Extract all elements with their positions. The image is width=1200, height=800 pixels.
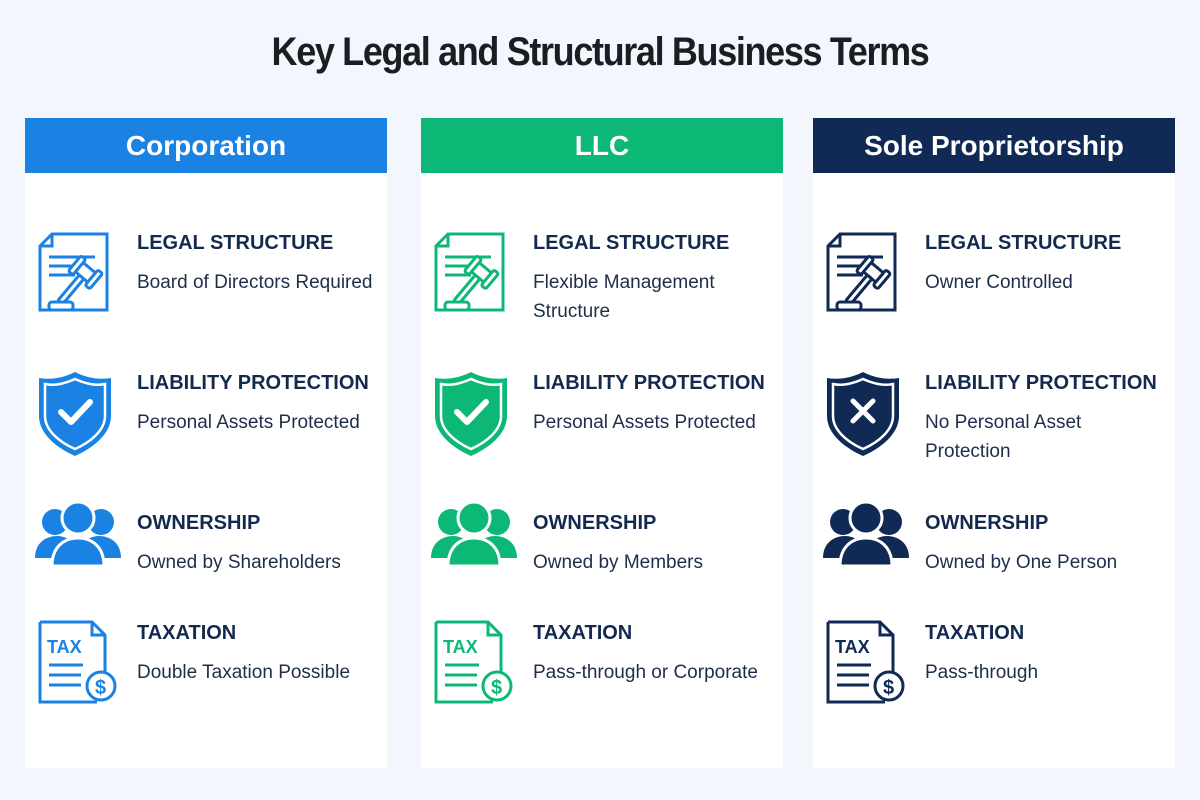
tax-document-icon: TAX $ — [431, 618, 521, 708]
term-label: LIABILITY PROTECTION — [533, 372, 765, 394]
term-description: Owned by Shareholders — [137, 552, 341, 573]
svg-text:$: $ — [883, 677, 894, 699]
card-sole-proprietorship: Sole Proprietorship LEGAL STRUCTURE Owner… — [813, 118, 1175, 768]
term-label: LEGAL STRUCTURE — [533, 232, 730, 254]
svg-text:$: $ — [491, 677, 502, 699]
legal-document-gavel-icon — [431, 228, 521, 318]
shield-check-icon — [35, 368, 125, 458]
card-corporation: Corporation LEGAL STRUCTURE Board of Dire… — [25, 118, 387, 768]
shield-check-icon — [431, 368, 521, 458]
term-label: OWNERSHIP — [925, 512, 1049, 534]
card-header: Sole Proprietorship — [813, 118, 1175, 173]
term-label: TAXATION — [925, 622, 1025, 644]
term-label: LIABILITY PROTECTION — [925, 372, 1157, 394]
legal-document-gavel-icon — [823, 228, 913, 318]
term-description: Owner Controlled — [925, 272, 1073, 293]
term-description: Personal Assets Protected — [137, 412, 360, 433]
term-description: Double Taxation Possible — [137, 662, 351, 683]
people-group-icon — [35, 496, 125, 586]
people-group-icon — [823, 496, 913, 586]
svg-text:TAX: TAX — [835, 637, 870, 657]
people-group-icon — [431, 496, 521, 586]
term-description: Owned by One Person — [925, 552, 1118, 573]
term-description: Pass-through or Corporate — [533, 662, 758, 683]
term-label: OWNERSHIP — [533, 512, 657, 534]
svg-text:TAX: TAX — [443, 637, 478, 657]
term-description: Owned by Members — [533, 552, 704, 573]
term-label: LEGAL STRUCTURE — [137, 232, 334, 254]
card-llc: LLC LEGAL STRUCTURE Flexible Management S… — [421, 118, 783, 768]
term-label: LEGAL STRUCTURE — [925, 232, 1122, 254]
term-label: TAXATION — [533, 622, 633, 644]
svg-text:TAX: TAX — [47, 637, 82, 657]
card-header: LLC — [421, 118, 783, 173]
term-label: TAXATION — [137, 622, 237, 644]
term-description: No Personal Asset Protection — [925, 412, 1082, 462]
tax-document-icon: TAX $ — [823, 618, 913, 708]
term-description: Personal Assets Protected — [533, 412, 756, 433]
shield-x-icon — [823, 368, 913, 458]
card-header: Corporation — [25, 118, 387, 173]
term-description: Board of Directors Required — [137, 272, 373, 293]
legal-document-gavel-icon — [35, 228, 125, 318]
page-title: Key Legal and Structural Business Terms — [271, 30, 930, 74]
tax-document-icon: TAX $ — [35, 618, 125, 708]
term-description: Flexible Management Structure — [533, 272, 715, 322]
svg-text:$: $ — [95, 677, 106, 699]
term-label: OWNERSHIP — [137, 512, 261, 534]
term-label: LIABILITY PROTECTION — [137, 372, 369, 394]
term-description: Pass-through — [925, 662, 1039, 683]
